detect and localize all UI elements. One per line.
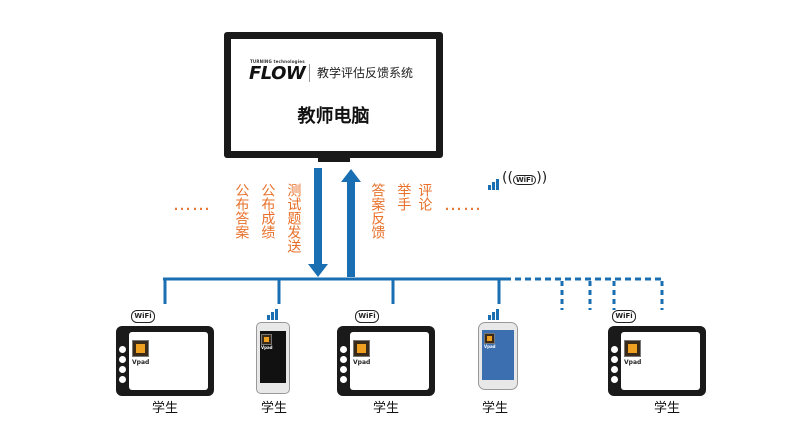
vpad-app-icon <box>353 340 370 357</box>
label-comment: 评论 <box>416 183 433 211</box>
wifi-badge: WiFi <box>131 310 155 323</box>
teacher-computer-label: 教师电脑 <box>297 106 370 127</box>
label-send-test: 测试题发送 <box>285 183 302 253</box>
ellipsis-right: …… <box>444 194 482 215</box>
student-label: 学生 <box>653 401 680 416</box>
label-publish-answer: 公布答案 <box>233 183 250 239</box>
signal-icon <box>488 176 502 190</box>
student-android-phone: Vpad <box>478 322 518 390</box>
app-label: Vpad <box>353 359 371 366</box>
wifi-badge: WiFi <box>612 310 636 323</box>
signal-icon <box>267 306 281 320</box>
monitor-base <box>318 158 350 162</box>
student-label: 学生 <box>372 401 399 416</box>
label-raise-hand: 举手 <box>395 183 412 211</box>
ellipsis-left: …… <box>173 194 211 215</box>
wifi-broadcast-icon: ((WiFi)) <box>502 170 548 186</box>
flow-logo: FLOW <box>249 63 306 84</box>
student-tablet: Vpad <box>337 326 435 396</box>
logo-subtitle: TURNING technologies <box>250 59 305 64</box>
wifi-badge: WiFi <box>355 310 379 323</box>
teacher-monitor-screen <box>231 39 436 151</box>
signal-icon <box>488 306 502 320</box>
student-label: 学生 <box>260 401 287 416</box>
up-arrow <box>341 169 361 277</box>
student-iphone: Vpad <box>256 322 290 394</box>
student-label: 学生 <box>151 401 178 416</box>
vpad-app-icon <box>624 340 641 357</box>
student-tablet: Vpad <box>608 326 706 396</box>
down-arrow <box>308 168 328 277</box>
student-tablet: Vpad <box>116 326 214 396</box>
student-label: 学生 <box>481 401 508 416</box>
vpad-app-icon <box>132 340 149 357</box>
logo-divider <box>309 64 310 82</box>
label-publish-score: 公布成绩 <box>259 183 276 239</box>
label-answer-feedback: 答案反馈 <box>369 183 386 239</box>
app-label: Vpad <box>624 359 642 366</box>
system-title: 教学评估反馈系统 <box>317 66 414 80</box>
app-label: Vpad <box>132 359 150 366</box>
